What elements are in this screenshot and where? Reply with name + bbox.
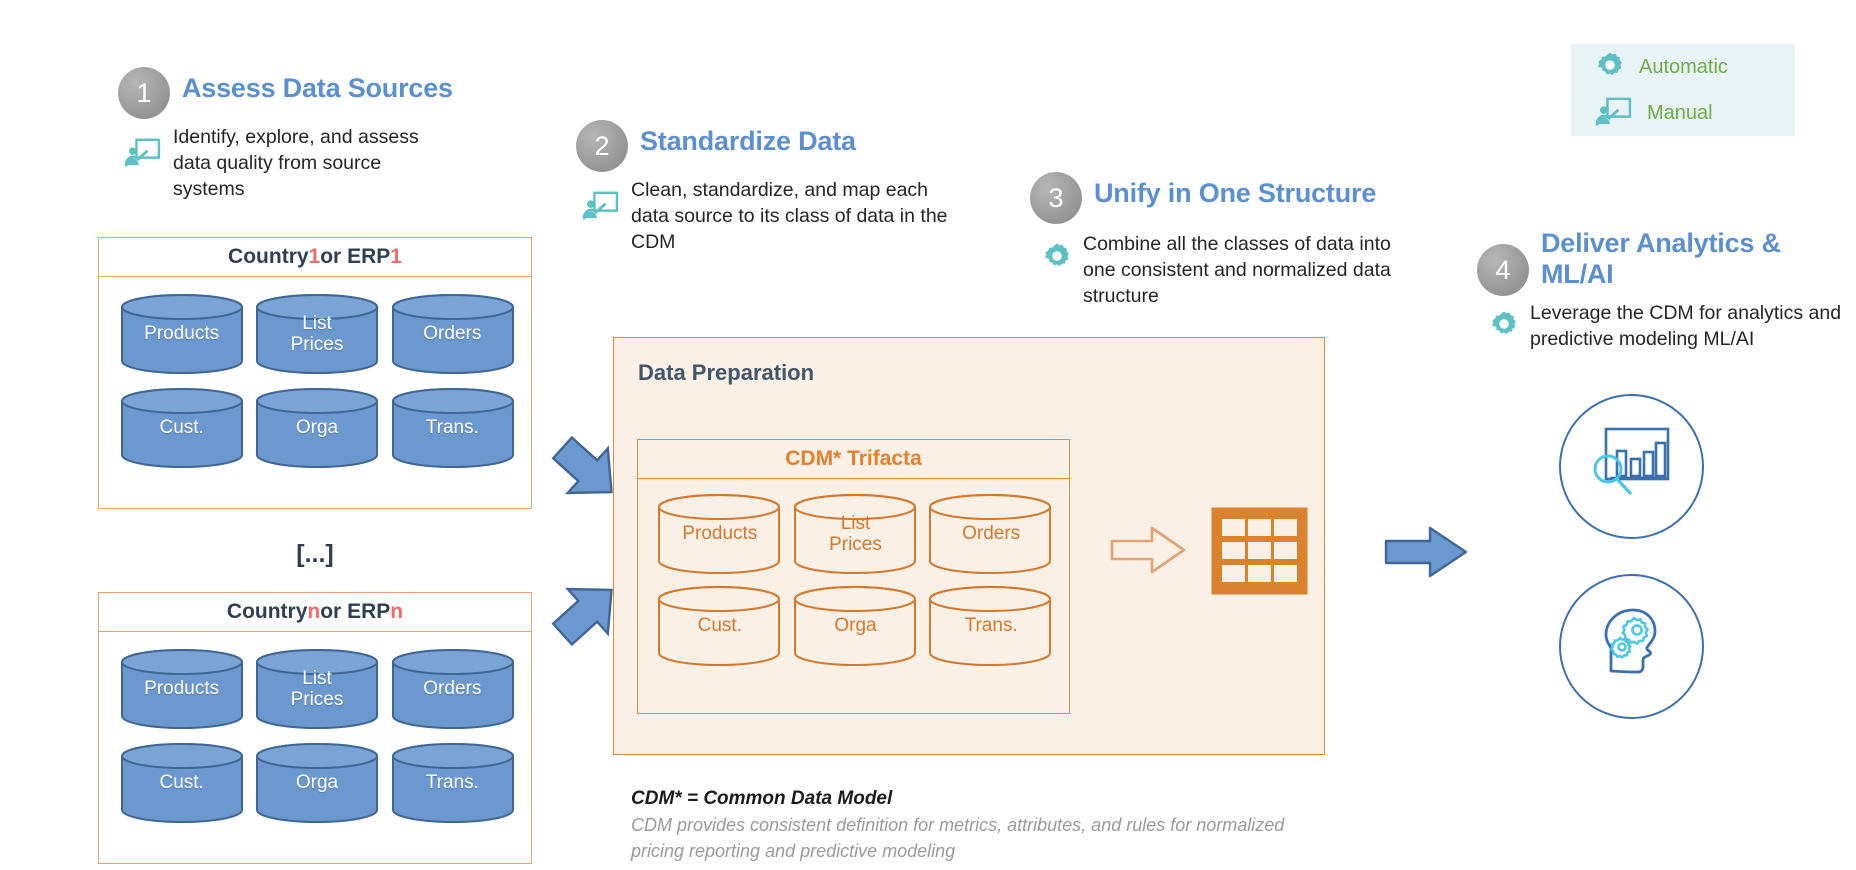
cylinder-cust: Cust. [119,387,244,469]
cdm-cylinder-grid: Products List Prices Orders Cust. Orga T… [638,479,1069,681]
legend-label-manual: Manual [1647,101,1713,124]
step-1-body: Identify, explore, and assess data quali… [173,126,419,200]
ml-ai-head-gears-icon [1589,601,1675,692]
cylinder-cust: Cust. [119,742,244,824]
sources-ellipsis: [...] [296,540,334,568]
cdm-trifacta-title: CDM* Trifacta [638,440,1069,479]
cylinder-list-prices: List Prices [254,293,379,375]
cylinder-label: Orga [295,772,339,794]
cylinder-label: Trans. [425,772,479,794]
table-grid-icon [1210,506,1309,601]
source-box-country-1: Country 1 or ERP 1 Products List Prices … [98,237,532,509]
cylinder-products: Products [119,648,244,730]
step-4-title: Deliver Analytics & ML/AI [1541,228,1781,289]
step-1-title: Assess Data Sources [182,73,453,103]
legend-panel: Automatic Manual [1571,44,1795,136]
cylinder-orga: Orga [254,387,379,469]
step-1: 1 Assess Data Sources Identify, explore,… [118,67,498,203]
cylinder-label: Products [144,678,220,700]
cylinder-list-prices: List Prices [792,493,920,575]
cylinder-label: Trans. [964,615,1018,637]
cylinder-label: Cust. [697,615,742,637]
cylinder-label: Orga [295,417,339,439]
source-1-index: 1 [308,245,321,268]
footnote: CDM* = Common Data Model CDM provides co… [631,788,1331,864]
cylinder-label: List Prices [829,512,882,555]
data-preparation-title: Data Preparation [638,360,815,385]
cylinder-orders: Orders [390,293,515,375]
cylinder-cust: Cust. [656,585,784,667]
source-1-cylinder-grid: Products List Prices Orders Cust. Orga T… [99,277,531,485]
feed-arrow-up-icon [548,572,626,657]
cylinder-label: Cust. [159,772,204,794]
cylinder-list-prices: List Prices [254,648,379,730]
cylinder-label: List Prices [290,667,344,710]
cylinder-label: Trans. [425,417,479,439]
source-2-index: n [307,600,321,623]
gear-icon [1595,50,1625,85]
deliver-arrow-icon [1382,522,1470,587]
presentation-manual-icon [124,137,162,172]
cylinder-label: Orders [962,523,1021,545]
cylinder-label: Orders [423,678,482,700]
source-2-prefix: Country [226,600,308,623]
hollow-right-arrow-icon [1108,520,1190,585]
step-2-body: Clean, standardize, and map each data so… [631,179,948,253]
presentation-manual-icon [1595,96,1633,131]
gear-icon [1042,241,1072,276]
legend-label-automatic: Automatic [1639,55,1728,78]
step-3-number: 3 [1030,172,1082,224]
cylinder-products: Products [119,293,244,375]
cylinder-label: Cust. [159,417,204,439]
cylinder-label: Products [682,523,758,545]
step-3-title: Unify in One Structure [1094,178,1377,208]
cdm-trifacta-box: CDM* Trifacta Products List Prices Order… [637,439,1070,714]
source-1-middle: or ERP [320,245,391,268]
presentation-manual-icon [582,190,620,225]
cylinder-trans: Trans. [390,387,515,469]
analytics-output-circle [1559,394,1704,539]
cylinder-orders: Orders [390,648,515,730]
source-1-prefix: Country [228,245,309,268]
gear-icon [1489,309,1519,344]
cylinder-orga: Orga [792,585,920,667]
cylinder-trans: Trans. [390,742,515,824]
footnote-title: CDM* = Common Data Model [631,788,893,809]
step-3-body: Combine all the classes of data into one… [1083,233,1391,307]
cylinder-products: Products [656,493,784,575]
source-box-country-n: Country n or ERP n Products List Prices … [98,592,532,864]
step-3: 3 Unify in One Structure Combine all the… [1030,172,1450,310]
legend-item-manual: Manual [1571,90,1795,136]
legend-item-automatic: Automatic [1571,44,1795,90]
step-4-body: Leverage the CDM for analytics and predi… [1530,302,1842,350]
data-preparation-panel: Data Preparation CDM* Trifacta Products … [613,337,1325,755]
cylinder-orga: Orga [254,742,379,824]
source-box-1-title: Country 1 or ERP 1 [99,238,531,277]
step-4-number: 4 [1477,244,1529,296]
cylinder-trans: Trans. [927,585,1055,667]
source-2-middle: or ERP [320,600,391,623]
cylinder-orders: Orders [927,493,1055,575]
step-2-number: 2 [576,120,628,172]
source-box-2-title: Country n or ERP n [99,593,531,632]
cylinder-label: Orga [834,615,877,637]
cylinder-label: Orders [423,323,482,345]
cylinder-label: List Prices [290,312,344,355]
step-2-title: Standardize Data [640,126,856,156]
footnote-body: CDM provides consistent definition for m… [631,815,1285,861]
step-4: 4 Deliver Analytics & ML/AI Leverage the… [1477,228,1856,353]
source-2-cylinder-grid: Products List Prices Orders Cust. Orga T… [99,632,531,840]
source-2-index2: n [390,600,404,623]
source-1-index2: 1 [390,245,402,268]
cylinder-label: Products [144,323,220,345]
analytics-chart-search-icon [1586,421,1678,512]
ml-ai-output-circle [1559,574,1704,719]
step-2: 2 Standardize Data Clean, standardize, a… [576,120,966,256]
step-1-number: 1 [118,67,170,119]
feed-arrow-down-icon [548,430,626,515]
